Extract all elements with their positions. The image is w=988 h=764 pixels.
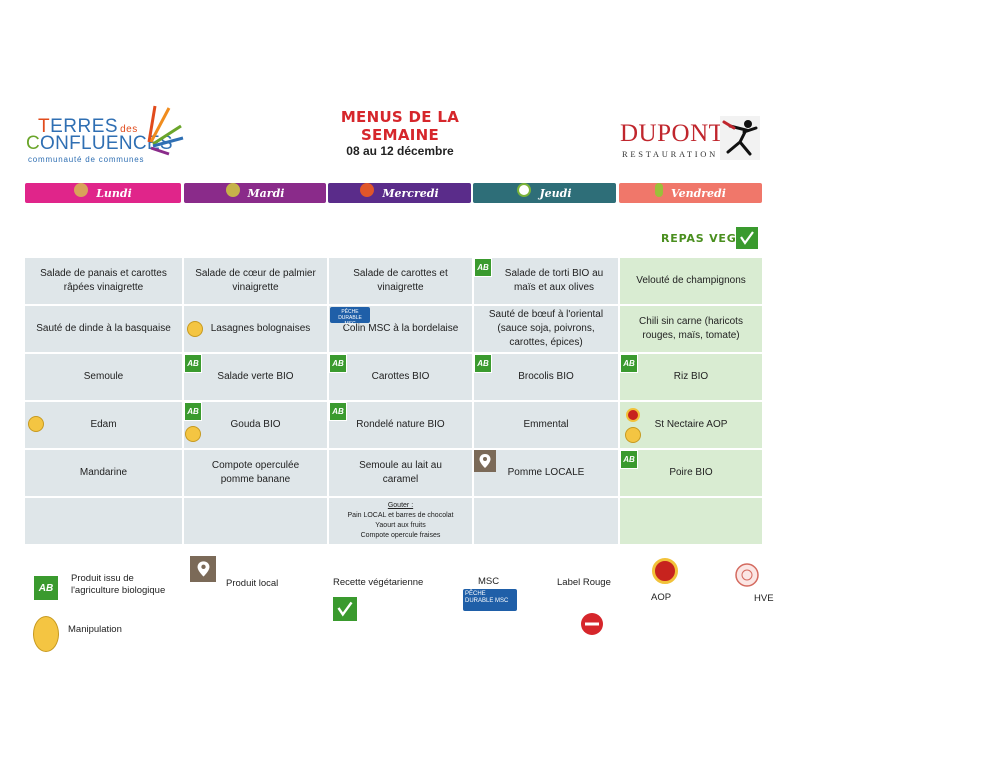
legend-leaf-check-icon [333,597,357,621]
menu-cell-jeudi-plat: Sauté de bœuf à l'oriental (sauce soja, … [474,306,618,352]
menu-cell-mardi-plat: Lasagnes bolognaises [184,306,327,352]
day-ribbon-jeudi: Jeudi [473,183,616,203]
gouter-line: Pain LOCAL et barres de chocolat [347,512,454,519]
day-label: Lundi [96,186,132,200]
menu-cell-mardi-dessert: Compote operculée pomme banane [184,450,327,496]
day-ribbon-mardi: Mardi [184,183,326,203]
gouter-line: Compote opercule fraises [360,532,441,539]
bio-icon: AB [620,450,638,469]
menu-cell-jeudi-accomp: AB Brocolis BIO [474,354,618,400]
legend-bio-icon: AB [33,575,59,601]
day-label: Jeudi [539,186,572,200]
bio-icon: AB [474,258,492,277]
bio-icon: AB [184,402,202,421]
mascot-icon [74,183,89,197]
menu-cell-jeudi-entree: AB Salade de torti BIO au maïs et aux ol… [474,258,618,304]
aop-seal-icon [626,408,640,422]
label-rouge-icon [581,613,603,635]
menu-cell-jeudi-fromage: Emmental [474,402,618,448]
gouter-line: Yaourt aux fruits [375,522,426,529]
legend-hve-label: HVE [754,593,774,604]
mascot-icon [360,183,375,197]
legend-msc-label: MSC [478,576,500,587]
bio-icon: AB [620,354,638,373]
menu-cell-mardi-fromage: AB Gouda BIO [184,402,327,448]
menu-cell-lundi-fromage: Edam [25,402,182,448]
menu-cell-mardi-accomp: AB Salade verte BIO [184,354,327,400]
msc-fish-icon: PÊCHE DURABLE MSC [330,307,370,327]
menu-cell-vendredi-fromage: St Nectaire AOP [620,402,762,448]
day-label: Vendredi [671,186,726,200]
menu-cell-mercredi-fromage: AB Rondelé nature BIO [329,402,472,448]
menu-cell-mercredi-entree: Salade de carottes et vinaigrette [329,258,472,304]
day-ribbon-mercredi: Mercredi [328,183,471,203]
restauration-text: RESTAURATION [622,149,718,159]
bio-icon: AB [474,354,492,373]
week-dates: 08 au 12 décembre [346,144,454,158]
bio-icon: AB [329,354,347,373]
legend-bio-label: Produit issu de l'agriculture biologique [71,573,166,596]
legend-chef-hat-icon [33,616,59,652]
menu-cell-lundi-entree: Salade de panais et carottes râpées vina… [25,258,182,304]
menu-cell-vendredi-plat: Chili sin carne (haricots rouges, maïs, … [620,306,762,352]
menu-cell-mardi-entree: Salade de cœur de palmier vinaigrette [184,258,327,304]
legend-aop-label: AOP [651,592,672,603]
mascot-icon [225,183,240,197]
legend-location-pin-icon [190,556,216,582]
bio-icon: AB [184,354,202,373]
menu-cell-mercredi-plat: PÊCHE DURABLE MSC Colin MSC à la bordela… [329,306,472,352]
legend-local-label: Produit local [226,578,279,589]
day-label: Mercredi [382,186,439,200]
menu-cell-vendredi-dessert: AB Poire BIO [620,450,762,496]
gouter-block: Gouter : Pain LOCAL et barres de chocola… [348,501,454,541]
menu-cell-mercredi-dessert: Semoule au lait au caramel [329,450,472,496]
location-pin-icon [474,450,496,472]
logo-tagline: communauté de communes [28,155,145,164]
logo-text-des: des [120,124,138,135]
hve-seal-icon [735,563,759,587]
menu-grid: Salade de panais et carottes râpées vina… [25,258,762,544]
day-label: Mardi [247,186,285,200]
leaf-check-icon [736,227,758,249]
bio-icon: AB [329,402,347,421]
legend-vege-label: Recette végétarienne [333,577,424,588]
dupont-restauration-logo: DUPONT RESTAURATION [618,116,763,162]
logo-text-onfluences: ONFLUENCES [40,133,173,154]
logo-text-erres: ERRES [50,116,119,137]
menu-cell-jeudi-dessert: Pomme LOCALE [474,450,618,496]
chef-hat-icon [28,416,44,432]
page-title: MENUS DE LA SEMAINE [340,108,460,144]
mascot-icon [517,183,532,197]
chef-hat-icon [187,321,203,337]
legend-manip-label: Manipulation [68,624,122,635]
chef-running-icon [720,116,760,160]
legend-aop-seal-icon [652,558,678,584]
menu-cell-vendredi-accomp: AB Riz BIO [620,354,762,400]
menu-cell-mercredi-gouter: Gouter : Pain LOCAL et barres de chocola… [329,498,472,544]
day-ribbon-vendredi: Vendredi [619,183,762,203]
menu-cell-vendredi-gouter [620,498,762,544]
menu-cell-lundi-plat: Sauté de dinde à la basquaise [25,306,182,352]
dupont-name: DUPONT [620,120,725,147]
mascot-icon [655,183,664,197]
menu-cell-lundi-gouter [25,498,182,544]
chef-hat-icon [185,426,201,442]
legend-label-rouge-label: Label Rouge [557,577,611,588]
repas-vege-label: REPAS VEGE [661,232,745,245]
logo-initial-c: C [26,133,41,154]
chef-hat-icon [625,427,641,443]
day-ribbon-lundi: Lundi [25,183,181,203]
legend-msc-fish-icon: PÊCHE DURABLE MSC [463,589,517,611]
gouter-title: Gouter : [387,502,414,509]
menu-cell-lundi-accomp: Semoule [25,354,182,400]
menu-cell-lundi-dessert: Mandarine [25,450,182,496]
logo-initial-t: T [38,116,51,137]
menu-cell-mercredi-accomp: AB Carottes BIO [329,354,472,400]
menu-cell-mardi-gouter [184,498,327,544]
confluence-rays-icon [147,105,184,156]
menu-cell-jeudi-gouter [474,498,618,544]
menu-cell-vendredi-entree: Velouté de champignons [620,258,762,304]
